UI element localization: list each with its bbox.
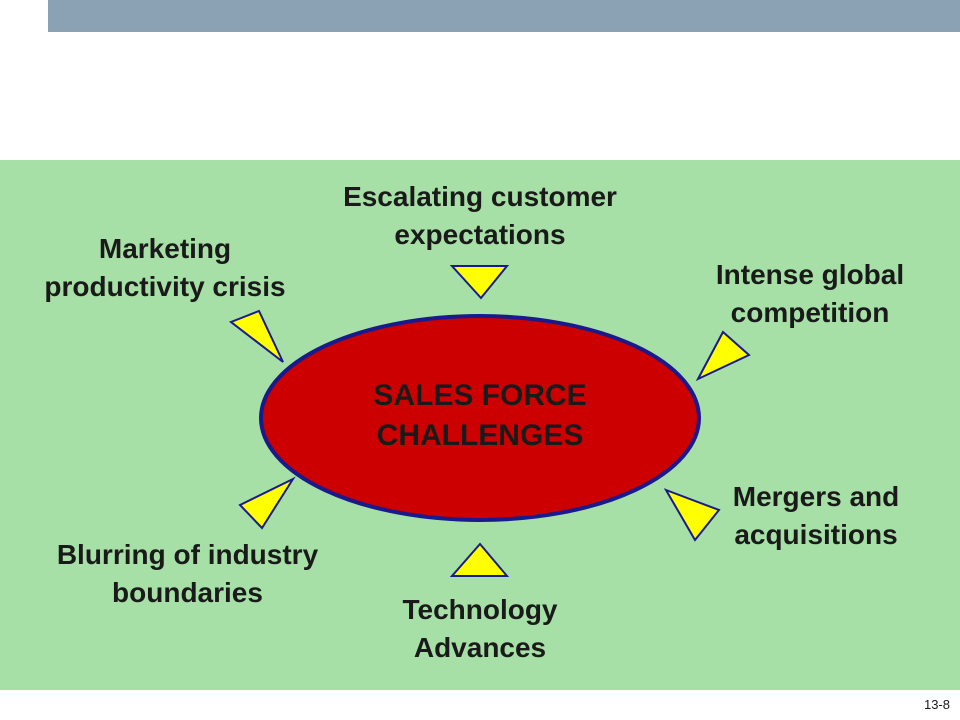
challenge-label-upper-left: Marketing productivity crisis: [10, 230, 320, 306]
challenge-label-lower-left-line2: boundaries: [112, 577, 263, 608]
arrow-upper-right: [695, 330, 751, 382]
challenge-label-lower-right-line1: Mergers and: [732, 481, 900, 512]
center-ellipse: [259, 314, 701, 522]
challenge-label-top-line1: Escalating customer: [343, 181, 617, 212]
challenge-label-top-line2: expectations: [394, 219, 566, 250]
challenge-label-upper-right-line2: competition: [730, 297, 890, 328]
center-title-line2: CHALLENGES: [376, 419, 584, 452]
challenge-label-bottom-line1: Technology: [402, 594, 558, 625]
arrow-lower-left: [238, 476, 296, 530]
challenge-label-lower-left: Blurring of industry boundaries: [20, 536, 355, 612]
challenge-label-lower-right-line2: acquisitions: [734, 519, 898, 550]
challenge-label-bottom: Technology Advances: [360, 591, 600, 667]
page-number: 13-8: [923, 697, 950, 712]
challenge-label-upper-left-line1: Marketing: [98, 233, 232, 264]
challenge-label-upper-right-line1: Intense global: [715, 259, 905, 290]
center-title: SALES FORCE CHALLENGES: [300, 376, 660, 456]
challenge-label-upper-right: Intense global competition: [680, 256, 940, 332]
challenge-label-bottom-line2: Advances: [413, 632, 547, 663]
arrow-upper-left: [228, 309, 284, 363]
challenge-label-top: Escalating customer expectations: [290, 178, 670, 254]
challenge-label-lower-right: Mergers and acquisitions: [700, 478, 932, 554]
arrow-bottom: [449, 542, 510, 577]
arrow-lower-right: [663, 488, 721, 542]
top-header-bar: [48, 0, 960, 32]
arrow-top: [449, 265, 510, 300]
challenge-label-upper-left-line2: productivity crisis: [44, 271, 286, 302]
challenge-label-lower-left-line1: Blurring of industry: [56, 539, 319, 570]
center-title-line1: SALES FORCE: [373, 379, 587, 412]
